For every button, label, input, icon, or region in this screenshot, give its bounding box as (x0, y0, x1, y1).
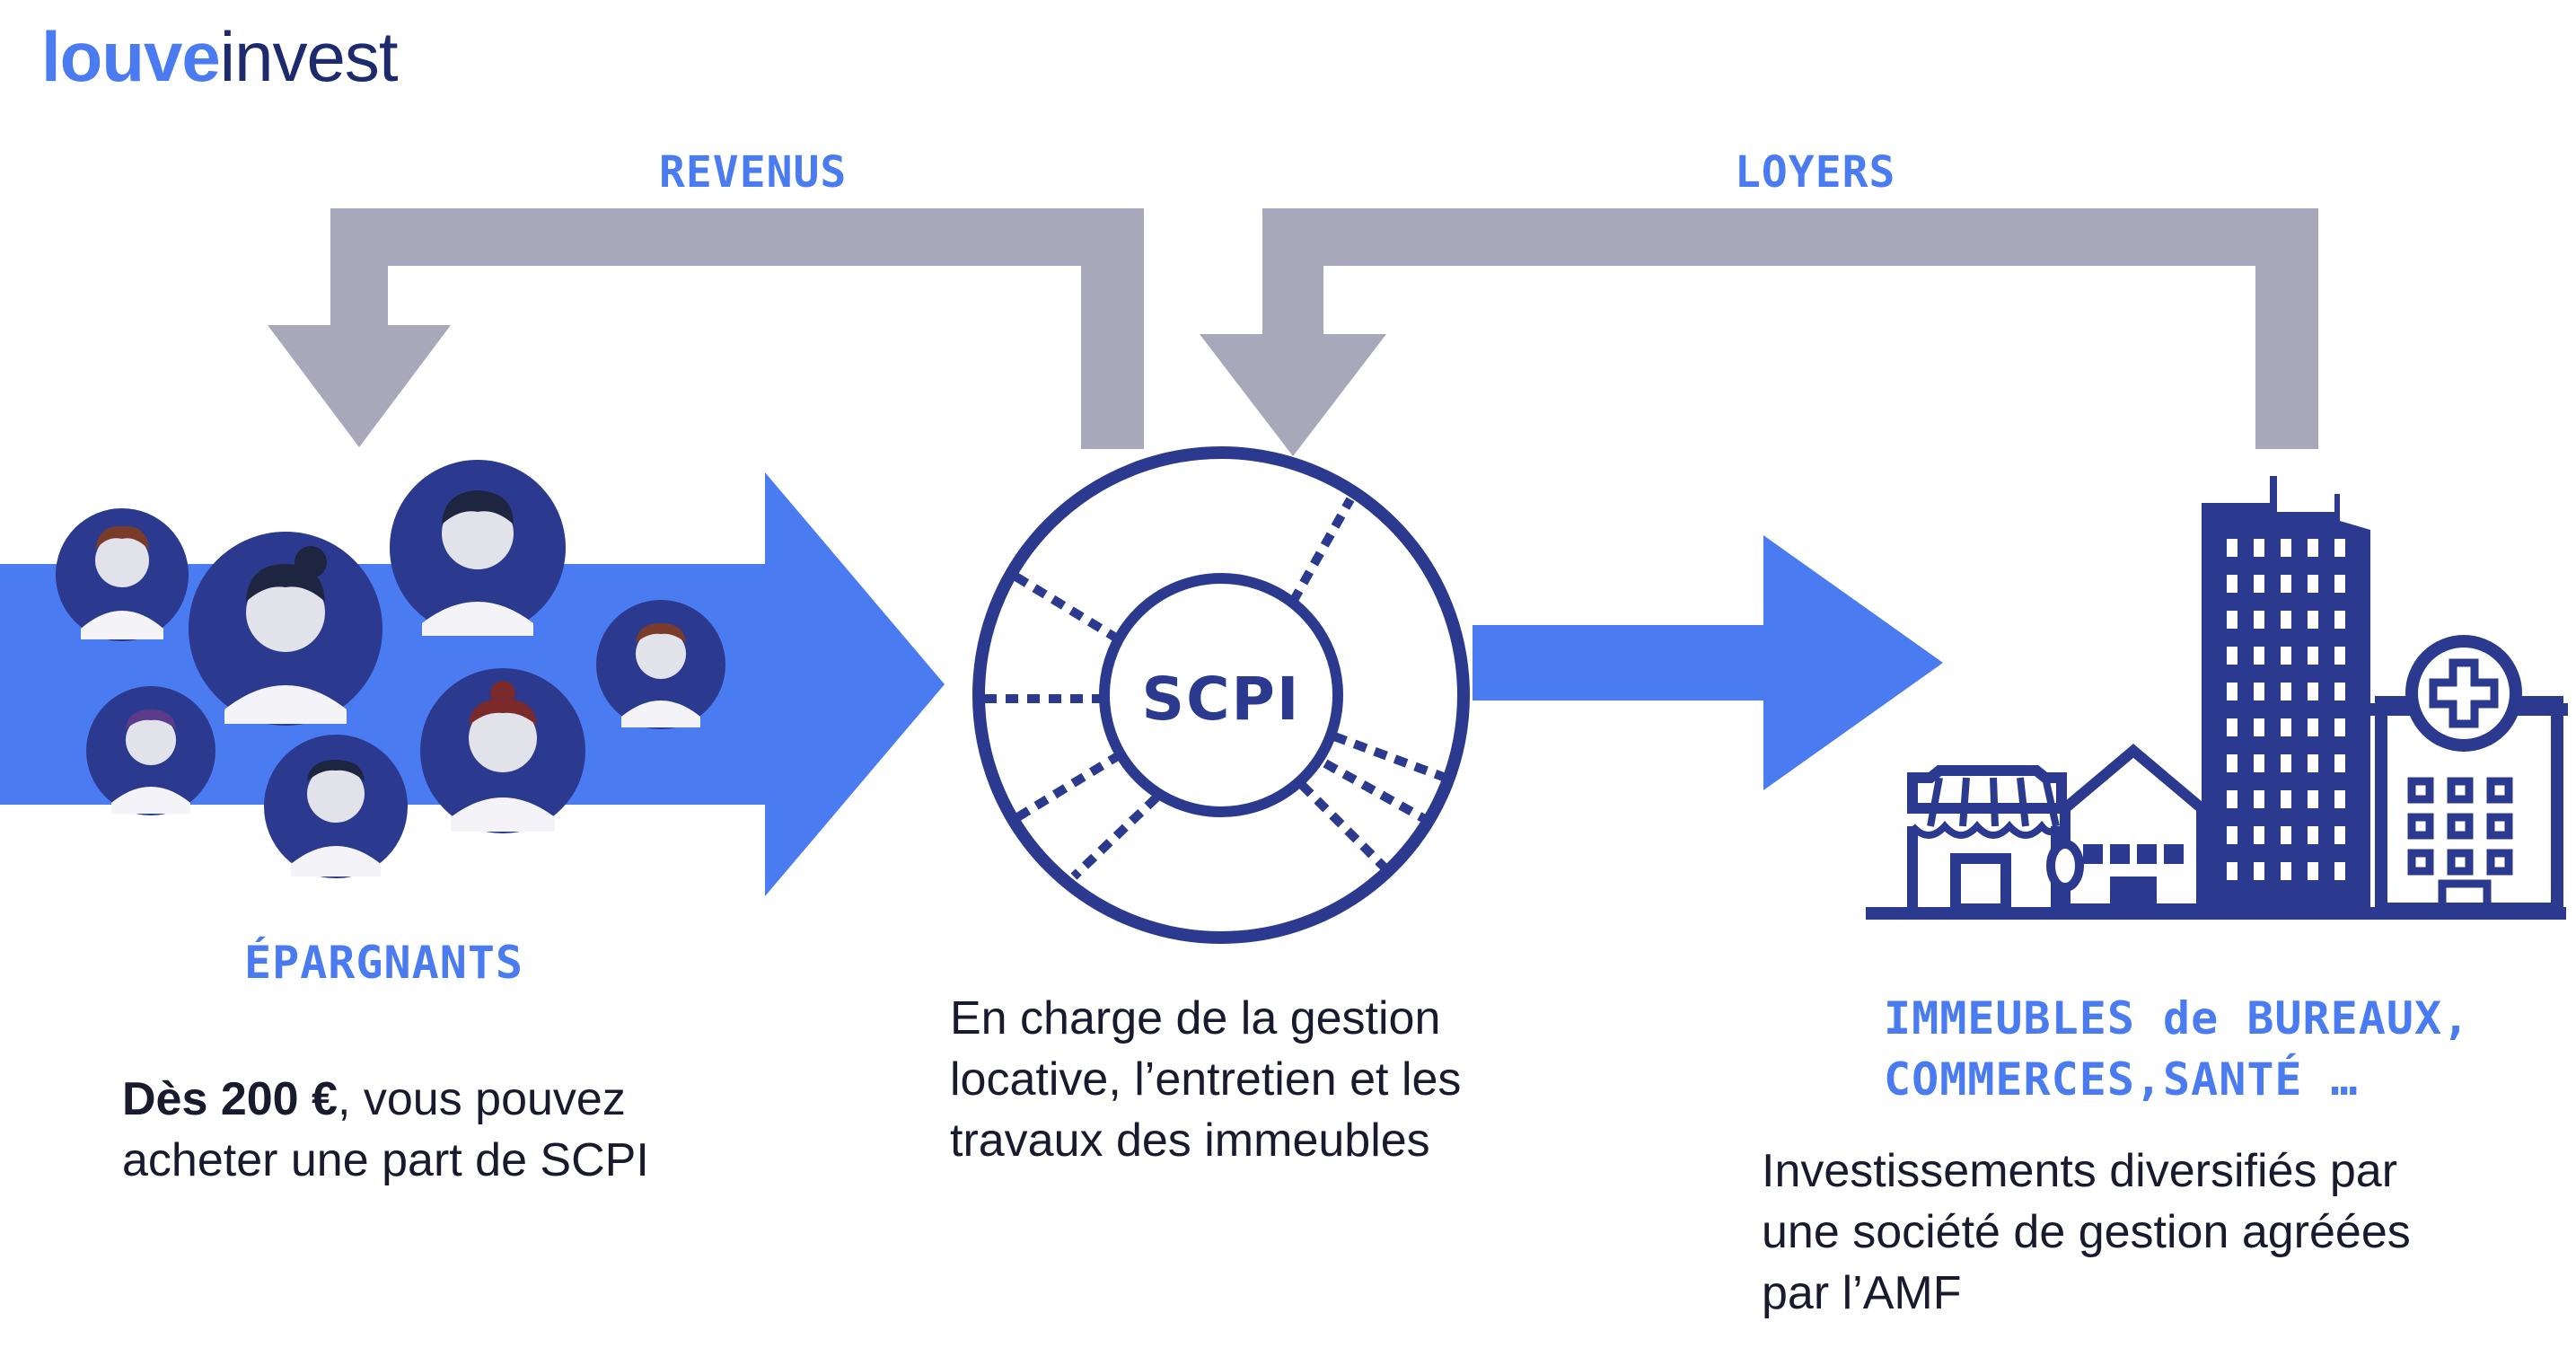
epargnants-title: ÉPARGNANTS (244, 937, 524, 989)
avatar (264, 735, 408, 878)
investment-blue-arrow (1473, 535, 1943, 790)
gestion-description: En charge de la gestion locative, l’entr… (950, 992, 1462, 1167)
avatar (596, 600, 725, 729)
scpi-wheel-icon (972, 446, 1470, 944)
avatar (189, 532, 382, 726)
immeubles-title: IMMEUBLES de BUREAUX, COMMERCES,SANTÉ … (1884, 992, 2471, 1106)
epargnants-price: Dès 200 € (122, 1073, 338, 1125)
scpi-label: SCPI (1141, 665, 1301, 734)
epargnants-description: Dès 200 €, vous pouvez acheter une part … (122, 1073, 649, 1186)
logo-brand: louve (41, 17, 221, 96)
avatar (86, 686, 215, 815)
logo-rest: invest (219, 17, 399, 96)
immeubles-description: Investissements diversifiés par une soci… (1762, 1145, 2411, 1319)
revenus-label: REVENUS (659, 147, 848, 198)
revenus-flow-arrow (268, 208, 1144, 449)
savers-avatars-icon (56, 460, 725, 878)
avatar (390, 460, 566, 636)
loyers-label: LOYERS (1735, 147, 1896, 198)
loyers-flow-arrow (1200, 208, 2318, 456)
avatar (420, 668, 585, 833)
hospital-cross-icon (2405, 635, 2522, 752)
avatar (56, 508, 189, 641)
louveinvest-logo[interactable]: louveinvest (41, 16, 398, 98)
